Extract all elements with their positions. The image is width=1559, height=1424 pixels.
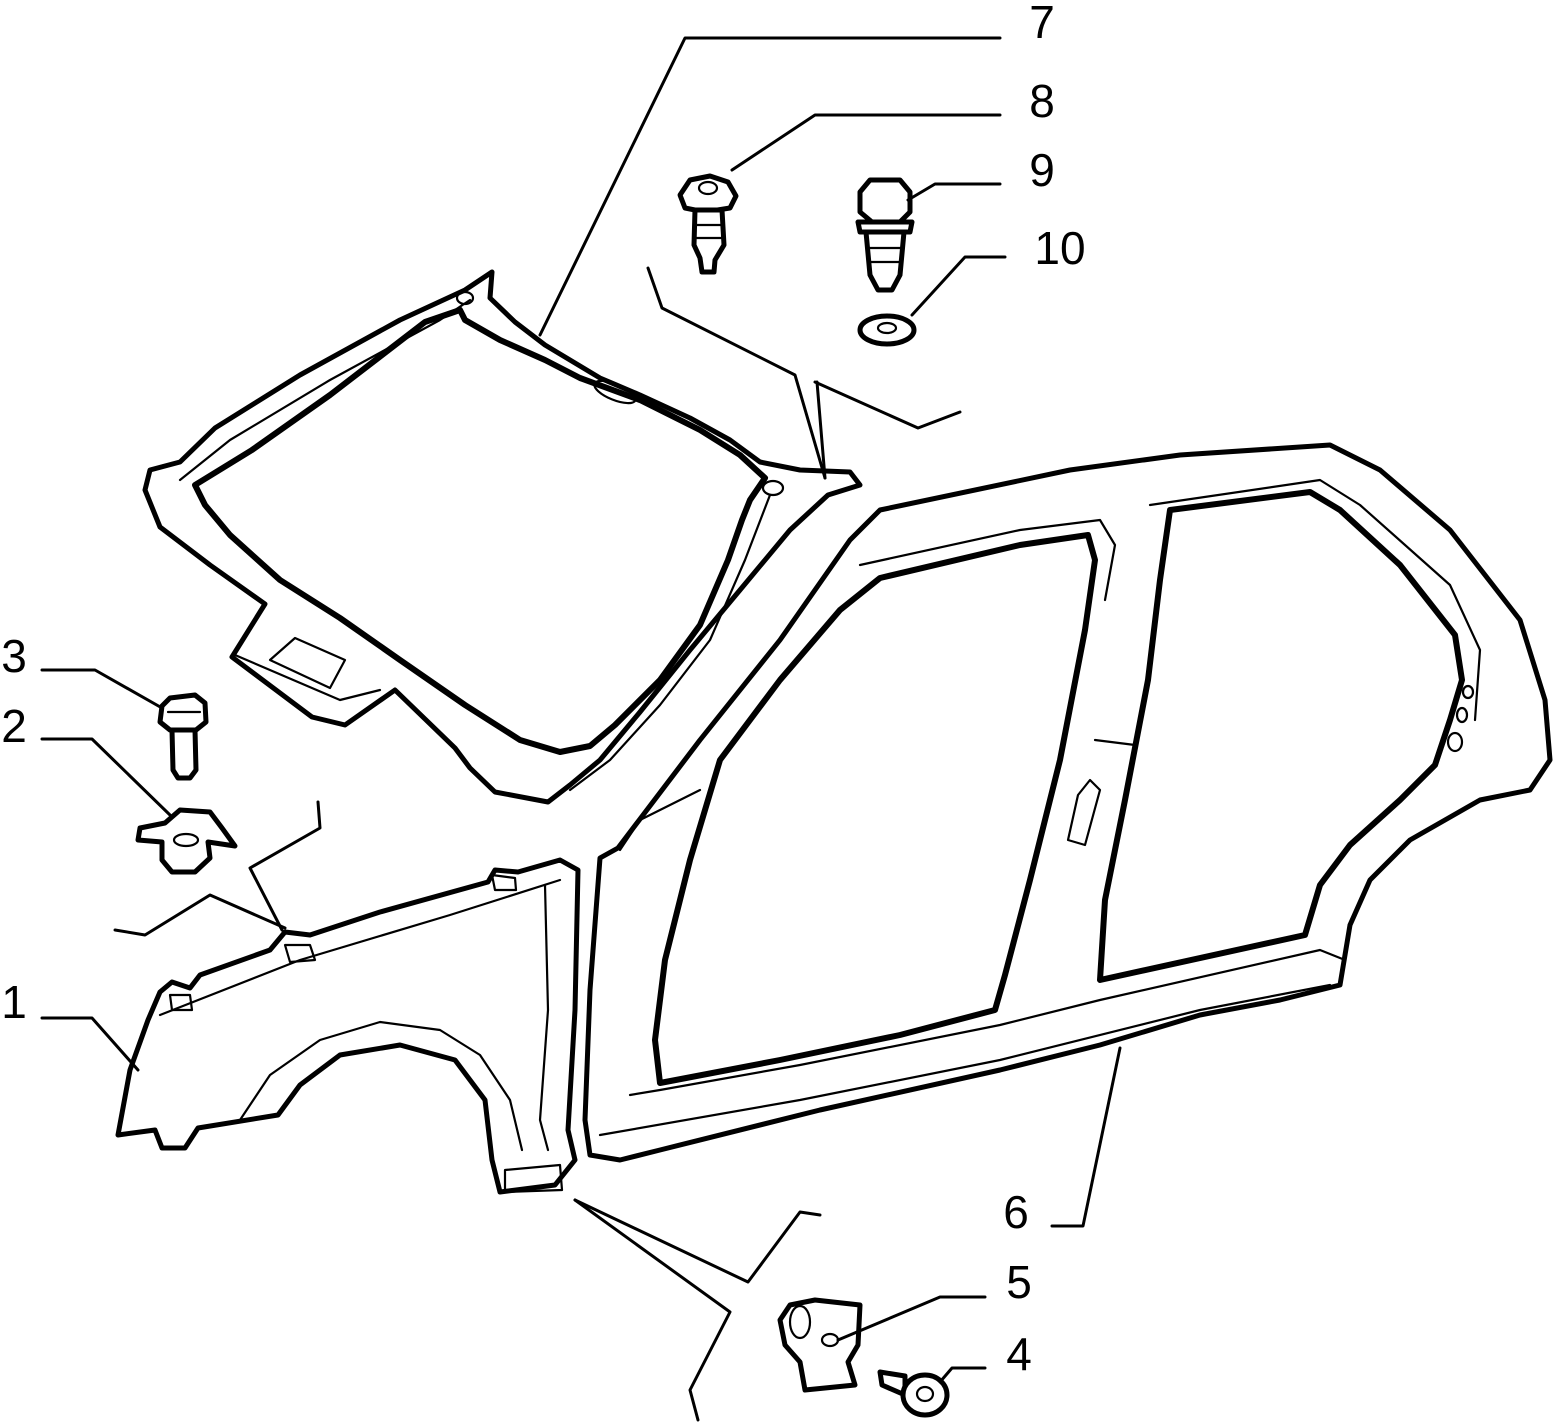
- leader-2: [40, 737, 172, 817]
- callout-6: 6: [1003, 1186, 1029, 1238]
- callout-10: 10: [1034, 222, 1085, 274]
- part-5-clip[interactable]: [777, 1297, 863, 1393]
- part-10-washer[interactable]: [857, 313, 917, 347]
- callout-9: 9: [1029, 144, 1055, 196]
- callout-labels: 7 8 9 10 3 2 1 6 5 4: [1, 0, 1085, 1380]
- guide-line-bottom: [573, 1198, 822, 1284]
- guide-line-left-upper: [248, 800, 322, 932]
- leader-5: [836, 1295, 987, 1342]
- leader-7: [538, 36, 1002, 337]
- callout-4: 4: [1006, 1328, 1032, 1380]
- callout-8: 8: [1029, 75, 1055, 127]
- part-7-roof-frame[interactable]: [142, 269, 863, 805]
- callout-3: 3: [1, 630, 27, 682]
- callout-2: 2: [1, 700, 27, 752]
- guide-line-left: [113, 893, 287, 937]
- part-6-body-side-panel[interactable]: [582, 442, 1553, 1163]
- leader-4: [938, 1366, 987, 1384]
- guide-line-bottom-lower: [573, 1198, 732, 1422]
- guide-line-top: [646, 266, 827, 480]
- leader-1: [40, 1016, 140, 1072]
- part-9-bolt[interactable]: [855, 177, 915, 293]
- part-1-front-fender[interactable]: [115, 857, 581, 1195]
- part-4-screw[interactable]: [877, 1369, 950, 1418]
- callout-5: 5: [1006, 1256, 1032, 1308]
- callout-7: 7: [1029, 0, 1055, 48]
- leader-6: [1050, 1046, 1122, 1228]
- part-3-screw[interactable]: [157, 692, 209, 781]
- leader-8: [730, 113, 1002, 172]
- callout-1: 1: [1, 976, 27, 1028]
- part-2-clip-nut[interactable]: [135, 807, 238, 875]
- guide-line-top-right: [813, 380, 962, 430]
- leader-lines: [40, 36, 1122, 1422]
- part-8-screw[interactable]: [677, 173, 739, 275]
- leader-9: [906, 182, 1002, 202]
- guide-line-top-mid: [815, 380, 827, 480]
- leader-10: [910, 255, 1007, 317]
- leader-3: [40, 668, 164, 710]
